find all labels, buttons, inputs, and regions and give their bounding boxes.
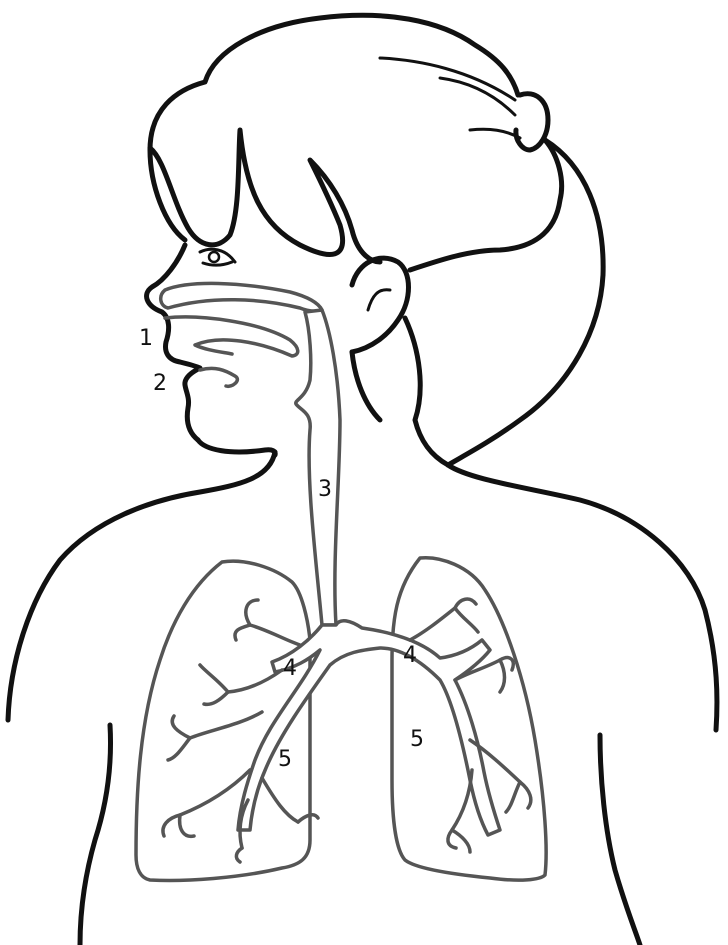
label-3-trachea: 3 (318, 477, 332, 502)
ear (352, 258, 409, 352)
hair (150, 15, 603, 465)
neck-outline (198, 440, 275, 455)
torso-outline (8, 452, 717, 945)
label-1-nose: 1 (139, 326, 153, 351)
label-5-lung-left: 5 (278, 747, 292, 772)
oral-cavity (165, 317, 298, 386)
face-outline (147, 245, 200, 440)
label-4-bronchi-right: 4 (403, 643, 417, 668)
eye (200, 249, 235, 265)
trachea (296, 310, 340, 625)
label-5-lung-right: 5 (410, 727, 424, 752)
label-2-mouth: 2 (153, 371, 167, 396)
nasal-cavity (161, 283, 322, 311)
label-4-bronchi-left: 4 (283, 656, 297, 681)
